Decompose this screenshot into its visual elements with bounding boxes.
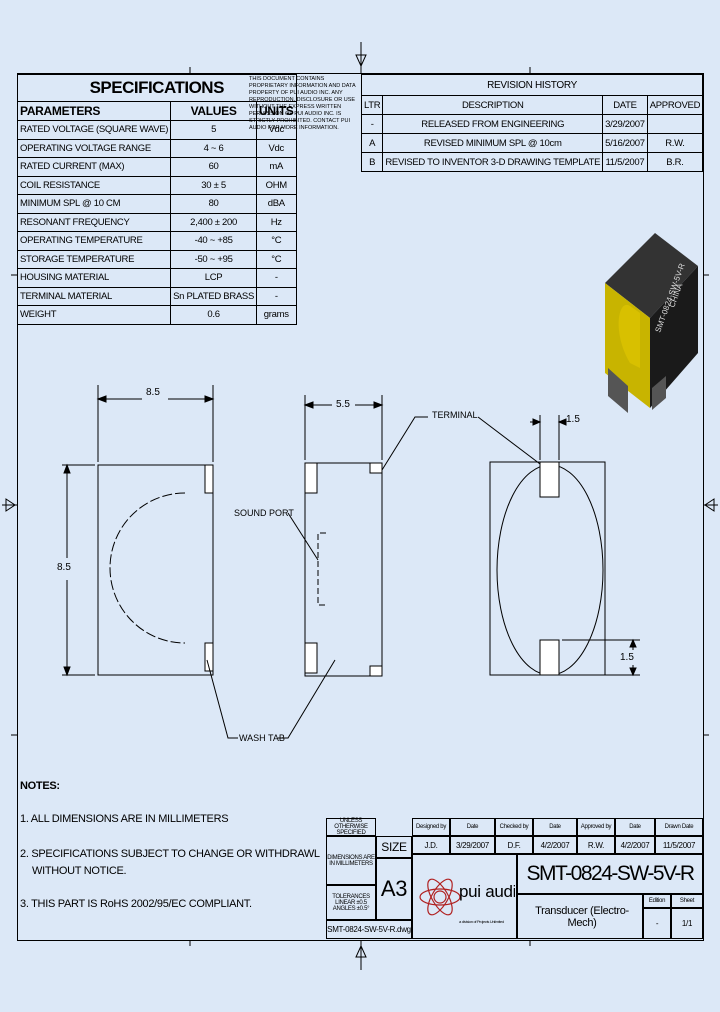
dim-terminal-height: 1.5: [620, 652, 634, 663]
spec-value: 60: [170, 157, 257, 177]
dim-terminal-width: 1.5: [566, 414, 580, 425]
part-description: Transducer (Electro-Mech): [517, 894, 643, 939]
spec-param: RATED VOLTAGE (SQUARE WAVE): [16, 120, 172, 140]
proprietary-notice: THIS DOCUMENT CONTAINS PROPRIETARY INFOR…: [249, 76, 356, 131]
note-item: 2. SPECIFICATIONS SUBJECT TO CHANGE OR W…: [20, 848, 320, 860]
spec-unit: OHM: [256, 175, 297, 195]
label-wash-tab: WASH TAB: [239, 733, 285, 743]
approved-by: R.W.: [577, 836, 615, 854]
spec-param: MINIMUM SPL @ 10 CM: [16, 194, 172, 214]
drawn-date-label: Drawn Date: [655, 818, 703, 836]
spec-unit: °C: [256, 231, 297, 251]
spec-param: COIL RESISTANCE: [16, 175, 172, 195]
label-sound-port: SOUND PORT: [234, 508, 294, 518]
header-units: UNITS: [256, 101, 297, 121]
front-view-outline: [97, 464, 214, 676]
designed-by: J.D.: [412, 836, 450, 854]
sound-port-outline: [317, 532, 326, 606]
note-item: WITHOUT NOTICE.: [32, 865, 127, 877]
spec-value: -40 ~ +85: [170, 231, 257, 251]
spec-value: 80: [170, 194, 257, 214]
spec-unit: Vdc: [256, 138, 297, 158]
edition-value: -: [643, 908, 671, 939]
spec-value: 5: [170, 120, 257, 140]
dim-height: 8.5: [57, 562, 71, 573]
title-block: UNLESS OTHERWISE SPECIFIED DIMENSIONS AR…: [326, 818, 703, 939]
sheet-value: 1/1: [671, 908, 703, 939]
logo-text: pui audio: [459, 882, 515, 901]
logo-subtext: a division of Projects Unlimited: [459, 919, 504, 924]
date-value: 3/29/2007: [450, 836, 495, 854]
mechanical-drawing: [62, 385, 640, 739]
label-terminal: TERMINAL: [432, 410, 478, 420]
date-value: 4/2/2007: [533, 836, 577, 854]
checked-by: D.F.: [495, 836, 533, 854]
size-label: SIZE: [376, 836, 412, 858]
side-view-outline: [304, 462, 383, 677]
spec-unit: grams: [256, 305, 297, 325]
spec-unit: mA: [256, 157, 297, 177]
spec-value: 2,400 ± 200: [170, 212, 257, 232]
dim-depth: 5.5: [336, 399, 350, 410]
note-item: 3. THIS PART IS RoHS 2002/95/EC COMPLIAN…: [20, 898, 252, 910]
drawn-date: 11/5/2007: [655, 836, 703, 854]
spec-param: WEIGHT: [16, 305, 172, 325]
part-number: SMT-0824-SW-5V-R: [517, 854, 703, 894]
dims-note: DIMENSIONS ARE IN MILLIMETERS: [326, 836, 376, 885]
date-label: Date: [615, 818, 655, 836]
file-name: SMT-0824-SW-5V-R.dwg: [326, 920, 412, 939]
revision-history-table: REVISION HISTORY LTR DESCRIPTION DATE AP…: [360, 74, 704, 172]
spec-param: RESONANT FREQUENCY: [16, 212, 172, 232]
spec-param: OPERATING TEMPERATURE: [16, 231, 172, 251]
front-view-cavity: [109, 492, 186, 644]
size-value: A3: [376, 858, 412, 920]
header-values: VALUES: [170, 101, 257, 121]
spec-value: 30 ± 5: [170, 175, 257, 195]
date-value: 4/2/2007: [615, 836, 655, 854]
spec-unit: Vdc: [256, 120, 297, 140]
note-item: 1. ALL DIMENSIONS ARE IN MILLIMETERS: [20, 813, 229, 825]
revision-letter: -: [360, 114, 384, 134]
checked-by-label: Checked by: [495, 818, 533, 836]
unless-note: UNLESS OTHERWISE SPECIFIED: [326, 818, 376, 836]
pui-audio-logo: pui audio a division of Projects Unlimit…: [418, 878, 515, 924]
date-label: Date: [533, 818, 577, 836]
spec-unit: Hz: [256, 212, 297, 232]
tolerance-note: TOLERANCES LINEAR ±0.5 ANGLES ±0.5°: [326, 885, 376, 920]
designed-by-label: Designed by: [412, 818, 450, 836]
spec-unit: dBA: [256, 194, 297, 214]
product-3d-view: SMT-0824-SW-5V-R CHINA: [605, 233, 698, 413]
approved-by-label: Approved by: [577, 818, 615, 836]
spec-param: RATED CURRENT (MAX): [16, 157, 172, 177]
revision-approver: B.R.: [646, 152, 704, 172]
edition-label: Edition: [643, 894, 671, 908]
spec-value: 0.6: [170, 305, 257, 325]
sheet-label: Sheet: [671, 894, 703, 908]
revision-letter: B: [360, 152, 384, 172]
company-logo: pui audio a division of Projects Unlimit…: [412, 854, 517, 939]
dim-width: 8.5: [146, 387, 160, 398]
specifications-table: SPECIFICATIONS PARAMETERS VALUES UNITS R…: [16, 74, 297, 325]
spec-row: OPERATING TEMPERATURE-40 ~ +85°C: [16, 231, 297, 251]
spec-param: OPERATING VOLTAGE RANGE: [16, 138, 172, 158]
notes-title: NOTES:: [20, 780, 60, 792]
revision-date: 11/5/2007: [602, 152, 648, 172]
header-parameters: PARAMETERS: [16, 101, 172, 121]
revision-description: REVISED TO INVENTOR 3-D DRAWING TEMPLATE: [382, 152, 604, 172]
spec-value: 4 ~ 6: [170, 138, 257, 158]
date-label: Date: [450, 818, 495, 836]
